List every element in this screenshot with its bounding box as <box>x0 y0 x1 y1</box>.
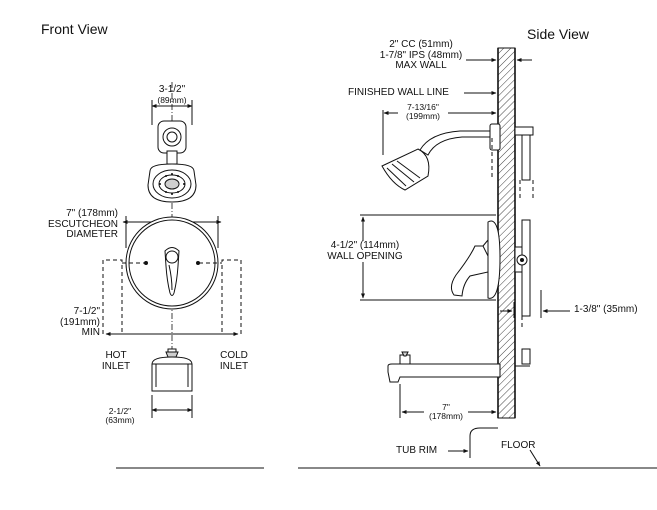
max-wall-dimension: 2" CC (51mm) 1-7/8" IPS (48mm) MAX WALL <box>362 39 480 72</box>
escutcheon-size: 7" (178mm) <box>66 208 118 219</box>
showerhead-width-mm: (89mm) <box>157 94 187 105</box>
shower-arm-reach-dimension: 7-13/16" (199mm) <box>398 103 448 121</box>
spout-width-dimension: 2-1/2" (63mm) <box>92 407 148 425</box>
wall-opening-label: WALL OPENING <box>327 250 403 262</box>
max-wall-cc: 2" CC (51mm) <box>389 39 453 50</box>
showerhead-width-inch: 3-1/2" <box>158 84 186 95</box>
cold-inlet-line2: INLET <box>219 360 249 372</box>
escutcheon-diameter-label: DIAMETER <box>66 229 118 240</box>
tub-rim-label: TUB RIM <box>396 445 438 456</box>
front-view-drawing <box>102 82 264 469</box>
hot-inlet-label: HOT INLET <box>96 350 136 372</box>
wall-opening-dimension: 4-1/2" (114mm) WALL OPENING <box>320 240 410 262</box>
inlet-spacing-dimension: 7-1/2" (191mm) MIN <box>40 306 100 339</box>
hot-inlet-line1: HOT <box>105 350 127 361</box>
shower-arm-reach-inch: 7-13/16" <box>407 102 439 112</box>
max-wall-ips: 1-7/8" IPS (48mm) <box>379 49 463 61</box>
escutcheon-label: ESCUTCHEON <box>47 218 118 230</box>
hot-inlet-line2: INLET <box>101 360 131 372</box>
inlet-spacing-inch: 7-1/2" <box>73 306 100 317</box>
showerhead-width-dimension: 3-1/2" (89mm) <box>148 84 196 105</box>
spout-reach-mm: (178mm) <box>428 410 463 421</box>
side-view-drawing <box>298 47 657 469</box>
cold-inlet-label: COLD INLET <box>212 350 256 372</box>
showerhead-nozzles <box>159 173 185 195</box>
finished-wall-line-label: FINISHED WALL LINE <box>348 87 449 98</box>
escutcheon-dimension: 7" (178mm) ESCUTCHEON DIAMETER <box>14 208 118 241</box>
cold-inlet-line1: COLD <box>220 350 248 361</box>
inlet-spacing-mm: (191mm) <box>59 316 100 328</box>
front-view-title: Front View <box>41 21 108 37</box>
valve-depth-dimension: 1-3/8" (35mm) <box>574 304 638 315</box>
max-wall-label: MAX WALL <box>395 60 447 71</box>
spout-width-mm: (63mm) <box>105 414 135 425</box>
shower-arm-reach-mm: (199mm) <box>405 110 440 121</box>
wall-opening-size: 4-1/2" (114mm) <box>330 240 400 251</box>
inlet-spacing-min: MIN <box>81 327 100 338</box>
spout-reach-dimension: 7" (178mm) <box>424 403 468 421</box>
floor-label: FLOOR <box>501 440 536 451</box>
spout-width-inch: 2-1/2" <box>108 406 132 416</box>
side-view-title: Side View <box>527 26 590 42</box>
spout-reach-inch: 7" <box>442 402 450 412</box>
